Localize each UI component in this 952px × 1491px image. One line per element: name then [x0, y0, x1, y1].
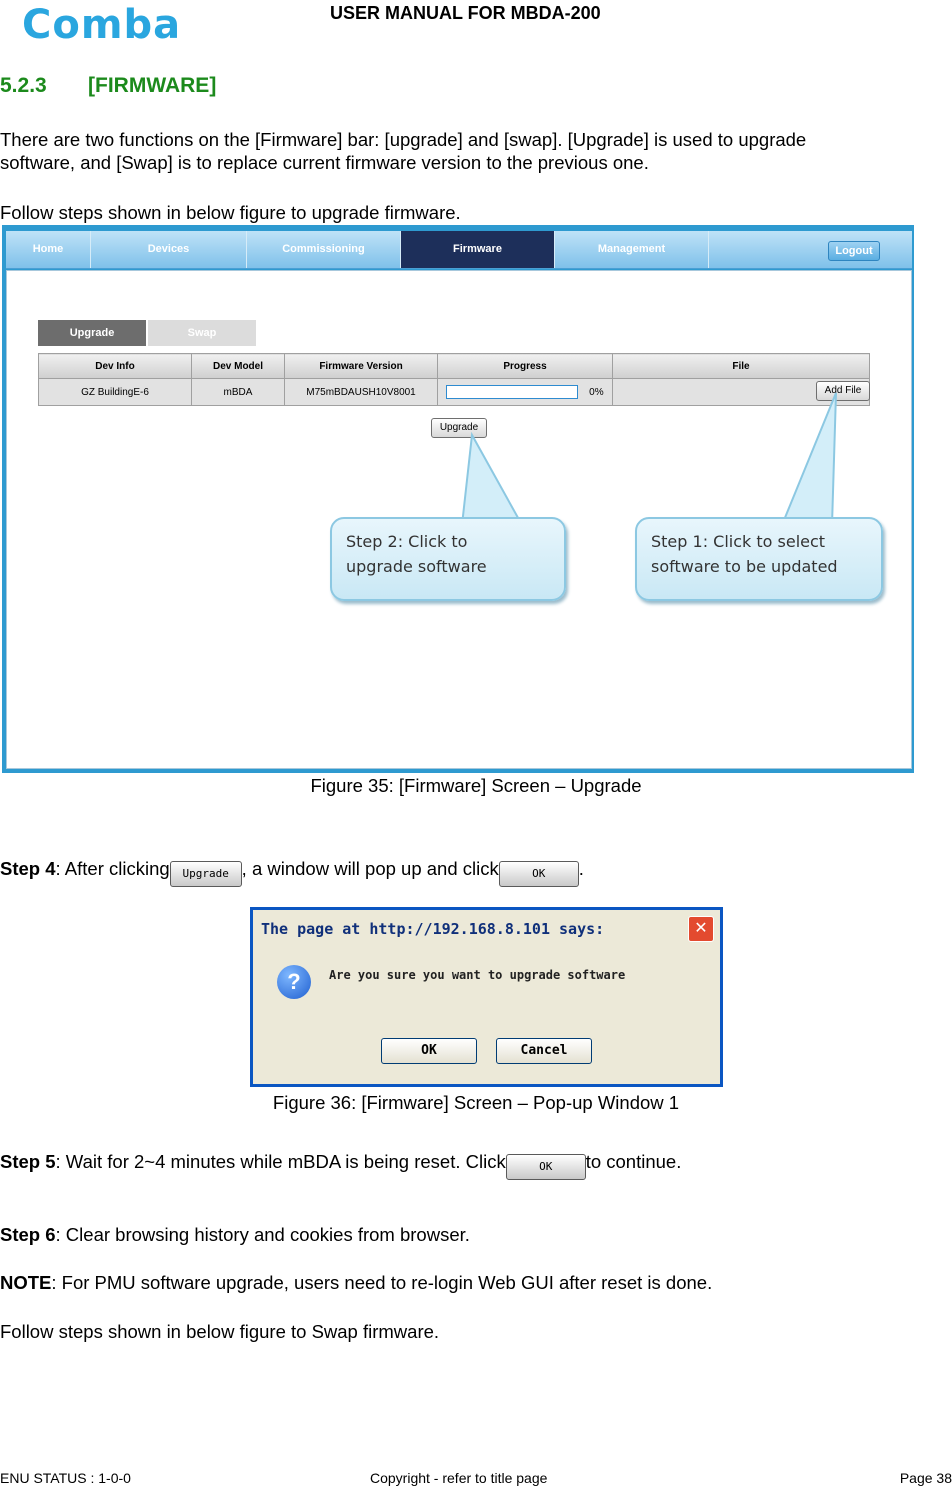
nav-tab-firmware[interactable]: Firmware: [401, 231, 555, 268]
col-file: File: [612, 353, 870, 379]
note-label: NOTE: [0, 1272, 52, 1293]
logout-button[interactable]: Logout: [828, 241, 880, 261]
callout-step2-pointer: [460, 431, 524, 526]
step-5-paragraph: Step 5: Wait for 2~4 minutes while mBDA …: [0, 1150, 935, 1180]
step-5-text-a: : Wait for 2~4 minutes while mBDA is bei…: [55, 1151, 506, 1172]
step-4-text-c: .: [578, 858, 584, 879]
subtab-swap[interactable]: Swap: [148, 320, 256, 346]
dialog-message: Are you sure you want to upgrade softwar…: [329, 968, 626, 982]
footer-page-number: Page 38: [899, 1470, 952, 1486]
cell-firmware-version: M75mBDAUSH10V8001: [284, 378, 438, 406]
section-number: 5.2.3: [0, 74, 47, 97]
nav-tab-management[interactable]: Management: [555, 231, 709, 268]
callout-step1-pointer: [780, 392, 837, 526]
document-title: USER MANUAL FOR MBDA-200: [330, 3, 601, 23]
callout-step2-line-1: Step 2: Click to: [346, 532, 468, 551]
step-5-text-b: to continue.: [585, 1151, 682, 1172]
cell-progress: 0%: [437, 378, 613, 406]
callout-step2-line-2: upgrade software: [346, 557, 487, 576]
inline-upgrade-button: Upgrade: [169, 861, 242, 887]
dialog-title: The page at http://192.168.8.101 says:: [253, 910, 720, 948]
callout-step1-line-2: software to be updated: [651, 557, 838, 576]
cell-dev-info: GZ BuildingE-6: [38, 378, 192, 406]
callout-step-2: Step 2: Click to upgrade software: [330, 517, 566, 601]
add-file-button[interactable]: Add File: [816, 381, 870, 401]
dialog-cancel-button[interactable]: Cancel: [496, 1038, 592, 1064]
confirm-dialog: The page at http://192.168.8.101 says: ✕…: [250, 907, 723, 1087]
callout-step1-line-1: Step 1: Click to select: [651, 532, 826, 551]
follow-upgrade-text: Follow steps shown in below figure to up…: [0, 202, 461, 223]
question-icon: ?: [277, 965, 311, 999]
comba-logo: Comba: [22, 2, 182, 48]
subtab-upgrade[interactable]: Upgrade: [38, 320, 146, 346]
table-header-row: Dev Info Dev Model Firmware Version Prog…: [38, 353, 870, 379]
step-6-paragraph: Step 6: Clear browsing history and cooki…: [0, 1223, 935, 1246]
nav-tab-home[interactable]: Home: [6, 231, 91, 268]
footer-copyright: Copyright - refer to title page: [370, 1470, 548, 1486]
intro-line-2: software, and [Swap] is to replace curre…: [0, 152, 649, 173]
step-6-text: : Clear browsing history and cookies fro…: [55, 1224, 470, 1245]
figure-35-caption: Figure 35: [Firmware] Screen – Upgrade: [310, 775, 642, 796]
step-4-text-b: , a window will pop up and click: [241, 858, 499, 879]
cell-dev-model: mBDA: [191, 378, 285, 406]
inline-ok-button: OK: [498, 861, 579, 887]
footer-status: ENU STATUS : 1-0-0: [0, 1470, 131, 1486]
firmware-table: Dev Info Dev Model Firmware Version Prog…: [38, 353, 870, 406]
section-title: [FIRMWARE]: [88, 74, 217, 97]
nav-tab-devices[interactable]: Devices: [91, 231, 247, 268]
col-dev-info: Dev Info: [38, 353, 192, 379]
note-text: : For PMU software upgrade, users need t…: [51, 1272, 713, 1293]
firmware-screenshot: Home Devices Commissioning Firmware Mana…: [2, 225, 914, 773]
upgrade-button[interactable]: Upgrade: [431, 418, 487, 438]
progress-percent: 0%: [589, 386, 604, 398]
nav-tab-commissioning[interactable]: Commissioning: [247, 231, 401, 268]
step-4-label: Step 4: [0, 858, 56, 879]
dialog-ok-button[interactable]: OK: [381, 1038, 477, 1064]
col-progress: Progress: [437, 353, 613, 379]
close-icon[interactable]: ✕: [688, 916, 714, 942]
follow-swap-text: Follow steps shown in below figure to Sw…: [0, 1321, 440, 1342]
note-paragraph: NOTE: For PMU software upgrade, users ne…: [0, 1271, 935, 1294]
col-dev-model: Dev Model: [191, 353, 285, 379]
step-6-label: Step 6: [0, 1224, 56, 1245]
progress-bar: [446, 385, 579, 399]
step-5-label: Step 5: [0, 1151, 56, 1172]
step-4-text-a: : After clicking: [55, 858, 170, 879]
callout-pointers: [460, 392, 837, 526]
intro-line-1: There are two functions on the [Firmware…: [0, 129, 807, 150]
inline-ok-button-2: OK: [505, 1154, 586, 1180]
intro-paragraph: There are two functions on the [Firmware…: [0, 128, 935, 174]
col-firmware-version: Firmware Version: [284, 353, 438, 379]
callout-step-1: Step 1: Click to select software to be u…: [635, 517, 883, 601]
figure-36-caption: Figure 36: [Firmware] Screen – Pop-up Wi…: [272, 1092, 680, 1113]
section-heading: 5.2.3 [FIRMWARE]: [0, 74, 216, 98]
nav-bar: Home Devices Commissioning Firmware Mana…: [6, 231, 912, 269]
